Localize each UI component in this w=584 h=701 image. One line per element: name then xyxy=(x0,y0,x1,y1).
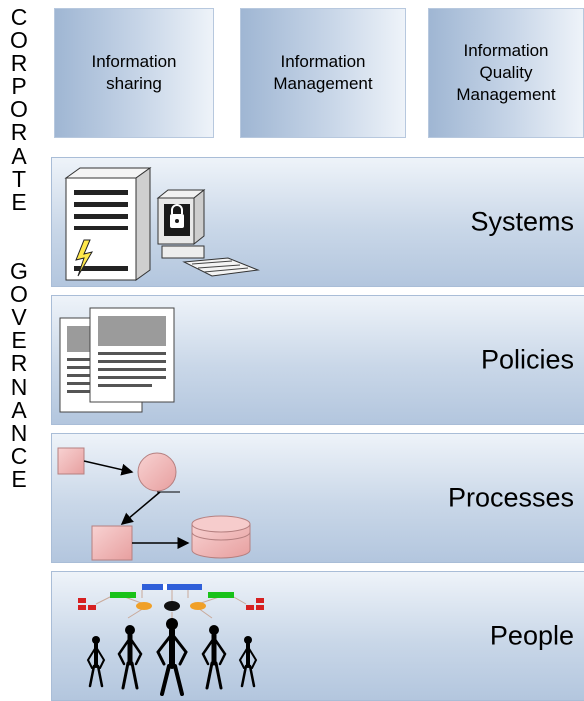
vertical-letter: P xyxy=(11,73,27,100)
vertical-letter: V xyxy=(11,304,27,331)
vertical-letter: A xyxy=(11,142,27,169)
band-systems: Systems xyxy=(51,157,584,287)
document-icon xyxy=(59,307,175,413)
band-label-policies: Policies xyxy=(480,344,574,375)
corporate-governance-vertical-text: C O R P O R A T E G O V E R N A N C E xyxy=(0,4,38,492)
vertical-letter: R xyxy=(10,350,28,377)
band-label-processes: Processes xyxy=(447,482,574,513)
vertical-letter: R xyxy=(10,119,28,146)
flowchart-icon xyxy=(57,447,251,561)
vertical-letter: O xyxy=(10,281,28,308)
band-policies: Policies xyxy=(51,295,584,425)
top-box-label: Information sharing xyxy=(91,51,177,93)
top-box-label: Information Management xyxy=(273,51,373,93)
top-box-information-management: Information Management xyxy=(240,8,406,138)
top-box-information-sharing: Information sharing xyxy=(54,8,214,138)
vertical-letter: E xyxy=(11,188,27,215)
vertical-letter: N xyxy=(10,373,28,400)
band-processes: Processes xyxy=(51,433,584,563)
vertical-letter: A xyxy=(11,396,27,423)
vertical-letter: E xyxy=(11,465,27,492)
top-box-information-quality-management: Information Quality Management xyxy=(428,8,584,138)
vertical-letter: R xyxy=(10,50,28,77)
vertical-letter: N xyxy=(10,419,28,446)
vertical-letter: G xyxy=(10,258,28,285)
org-chart-people-icon xyxy=(78,584,264,696)
vertical-letter: E xyxy=(11,327,27,354)
vertical-letter: T xyxy=(11,165,27,192)
band-label-systems: Systems xyxy=(470,206,574,237)
vertical-letter: O xyxy=(10,96,28,123)
top-box-label: Information Quality Management xyxy=(456,40,556,105)
band-people: People xyxy=(51,571,584,701)
computer-icon xyxy=(64,167,260,281)
vertical-letter: C xyxy=(10,442,28,469)
band-label-people: People xyxy=(489,620,574,651)
vertical-letter: O xyxy=(10,27,28,54)
vertical-letter: C xyxy=(10,4,28,30)
